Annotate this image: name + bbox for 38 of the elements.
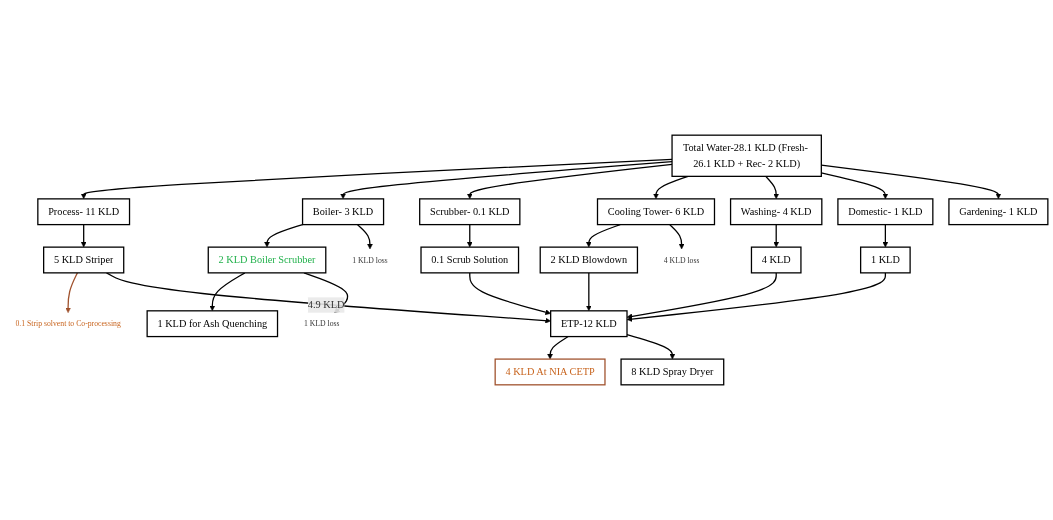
arrow [80,158,673,200]
node-box: Gardening- 1 KLD [948,198,1049,226]
arrow [340,161,673,200]
arrow [773,223,780,248]
arrow [466,163,673,200]
node-box: 4 KLD At NIA CETP [494,358,606,386]
node-box: 2 KLD Boiler Scrubber [207,246,327,274]
node-box: Total Water-28.1 KLD (Fresh- 26.1 KLD + Rec- 2 KLD) [671,134,822,177]
arrow [466,223,473,248]
node-box: Boiler- 3 KLD [301,198,385,226]
node-box: Washing- 4 KLD [729,198,823,226]
arrow [469,272,551,315]
edge-label: 4.9 KLD [307,299,345,311]
node-box: 1 KLD [860,246,911,274]
node-box: Scrubber- 0.1 KLD [419,198,521,226]
node-box: ETP-12 KLD [550,310,628,338]
node-box: 8 KLD Spray Dryer [620,358,725,386]
node-box: Cooling Tower- 6 KLD [596,198,716,226]
arrow [80,223,87,248]
arrow [105,272,551,324]
arrow [586,272,592,312]
arrow [264,223,304,248]
arrow [626,334,676,360]
node-box: 5 KLD Striper [43,246,125,274]
arrow [547,335,569,360]
node-box: 0.1 Scrub Solution [420,246,520,274]
node-box: 4 KLD [750,246,802,274]
arrow [356,223,373,250]
arrow [586,223,621,248]
arrow [882,223,889,248]
arrow [669,223,685,250]
arrow [65,272,79,313]
arrow [209,272,246,312]
node-box: Domestic- 1 KLD [837,198,934,226]
node-box: 2 KLD Blowdown [539,246,639,274]
node-box: 1 KLD for Ash Quenching [146,310,279,338]
arrow [765,175,780,200]
node-box: Process- 11 KLD [37,198,131,226]
